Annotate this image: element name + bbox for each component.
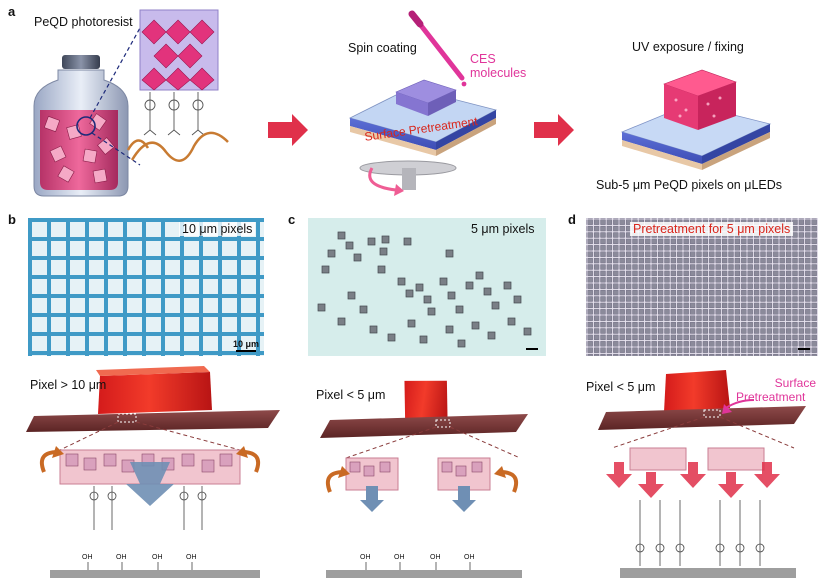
- panel-d-letter: d: [568, 212, 576, 227]
- detach-arrow-b: [126, 462, 174, 506]
- zoom-circle: [76, 116, 96, 136]
- panel-b-letter: b: [8, 212, 16, 227]
- micrograph-b: 10 μm pixels 10 μm: [28, 218, 264, 356]
- scalebar-c: [526, 348, 538, 350]
- micrograph-d: Pretreatment for 5 μm pixels: [586, 218, 818, 356]
- spin-shaft: [402, 168, 416, 190]
- pixel-label-b: Pixel > 10 μm: [30, 378, 107, 392]
- annotation-surface: Surface: [774, 376, 816, 390]
- micrograph-c: 5 μm pixels: [308, 218, 546, 356]
- micrograph-c-label: 5 μm pixels: [471, 222, 535, 236]
- oh-label: OH: [394, 554, 405, 561]
- base-substrate-c: [326, 570, 522, 578]
- pixel-label-d: Pixel < 5 μm: [586, 380, 656, 394]
- panel-c-letter: c: [288, 212, 296, 227]
- oh-label: OH: [186, 554, 197, 561]
- ces-label-line2: molecules: [470, 66, 527, 80]
- substrate-slab-b: [26, 410, 280, 432]
- scalebar-d: [798, 348, 810, 350]
- oh-label: OH: [82, 554, 93, 561]
- pixel-block-d: [664, 370, 730, 412]
- step-arrow-1: [268, 114, 308, 146]
- pixel-block-c: [404, 380, 448, 420]
- annotation-pretreatment: Pretreatment: [736, 390, 806, 404]
- photoresist-label: PeQD photoresist: [34, 15, 133, 29]
- result-label: Sub-5 μm PeQD pixels on μLEDs: [596, 178, 783, 192]
- micrograph-b-label: 10 μm pixels: [179, 222, 256, 236]
- base-substrate-b: [50, 570, 260, 578]
- oh-label: OH: [430, 554, 441, 561]
- ces-label-line1: CES: [470, 52, 496, 66]
- base-substrate-d: [620, 568, 796, 578]
- spin-coating-label: Spin coating: [348, 41, 417, 55]
- bottle-cap: [62, 55, 100, 69]
- dense-grid-5um: [586, 218, 818, 356]
- scalebar-b-label: 10 μm: [233, 339, 260, 349]
- scattered-pixels: [308, 218, 546, 356]
- substrate-slab-c: [320, 414, 528, 438]
- scalebar-b: [236, 350, 256, 352]
- step-arrow-2: [534, 114, 574, 146]
- panel-a-letter: a: [8, 4, 16, 19]
- oh-label: OH: [360, 554, 371, 561]
- uv-exposure-label: UV exposure / fixing: [632, 40, 744, 54]
- pixel-label-c: Pixel < 5 μm: [316, 388, 386, 402]
- pixel-block-b: [98, 372, 212, 414]
- oh-label: OH: [152, 554, 163, 561]
- micrograph-d-label: Pretreatment for 5 μm pixels: [630, 222, 794, 236]
- grid-10um: [28, 218, 264, 356]
- oh-label: OH: [116, 554, 127, 561]
- oh-label: OH: [464, 554, 475, 561]
